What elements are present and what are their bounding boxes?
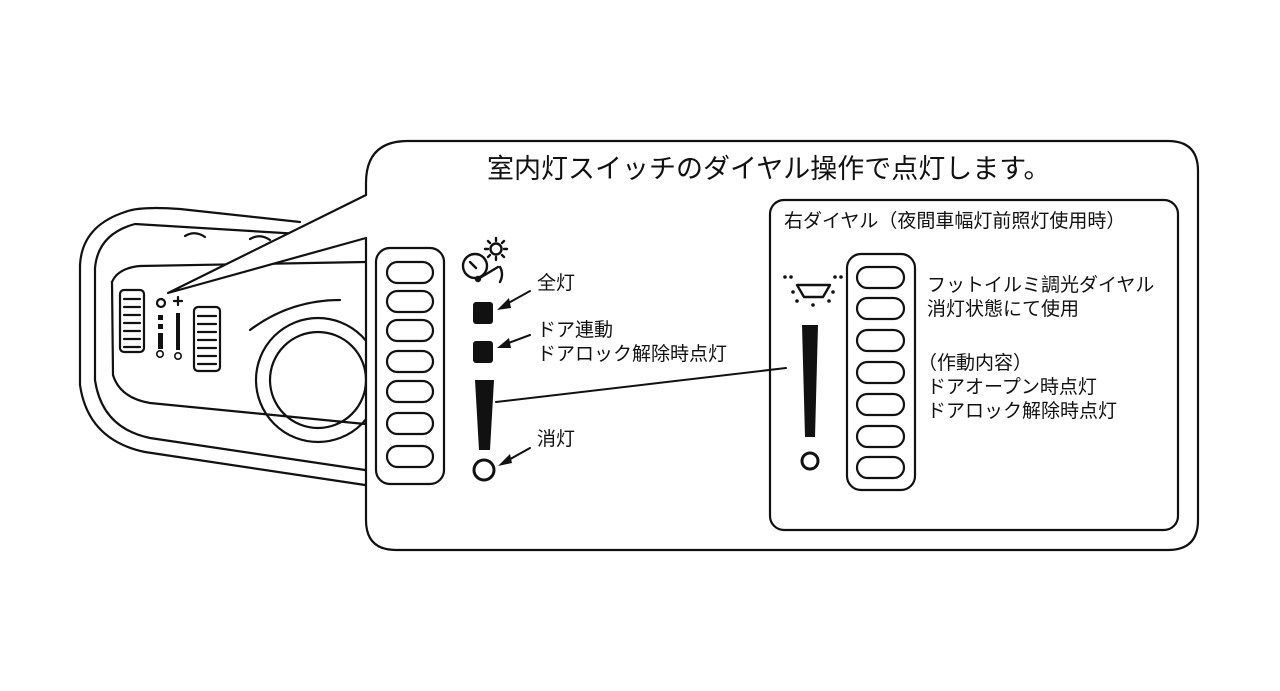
label-door-linked-line2: ドアロック解除時点灯	[537, 343, 728, 365]
left-position-markers	[473, 302, 494, 450]
right-dial-description: フットイルミ調光ダイヤル 消灯状態にて使用	[927, 273, 1154, 321]
foot-light-icon	[795, 283, 832, 299]
label-off: 消灯	[537, 428, 576, 450]
right-dial-op-line2: ドアロック解除時点灯	[927, 400, 1118, 422]
square-marker	[473, 341, 493, 363]
right-dial-operation: （作動内容） ドアオープン時点灯 ドアロック解除時点灯	[918, 351, 1117, 423]
left-dial-graphic	[374, 246, 446, 486]
label-door-linked-line1: ドア連動	[537, 319, 614, 341]
dome-light-door-icon	[461, 236, 509, 284]
right-dial-desc-line2: 消灯状態にて使用	[927, 298, 1080, 320]
right-dial-title: 右ダイヤル（夜間車幅灯前照灯使用時）	[784, 210, 1126, 232]
right-dial-op-heading: （作動内容）	[918, 352, 1033, 374]
bar-marker	[475, 380, 494, 450]
dashboard-panel-marks	[158, 313, 180, 350]
label-door-linked: ドア連動 ドアロック解除時点灯	[537, 318, 727, 366]
square-marker	[473, 302, 493, 324]
right-dial-op-line1: ドアオープン時点灯	[927, 376, 1097, 398]
bar-marker	[802, 325, 818, 437]
circle-marker	[800, 451, 820, 471]
label-all-on: 全灯	[537, 272, 576, 294]
right-dial-desc-line1: フットイルミ調光ダイヤル	[927, 274, 1155, 296]
right-dial-graphic	[845, 252, 917, 492]
dashboard-panel	[78, 206, 382, 487]
circle-marker	[472, 458, 496, 482]
callout-title: 室内灯スイッチのダイヤル操作で点灯します。	[487, 154, 1051, 185]
